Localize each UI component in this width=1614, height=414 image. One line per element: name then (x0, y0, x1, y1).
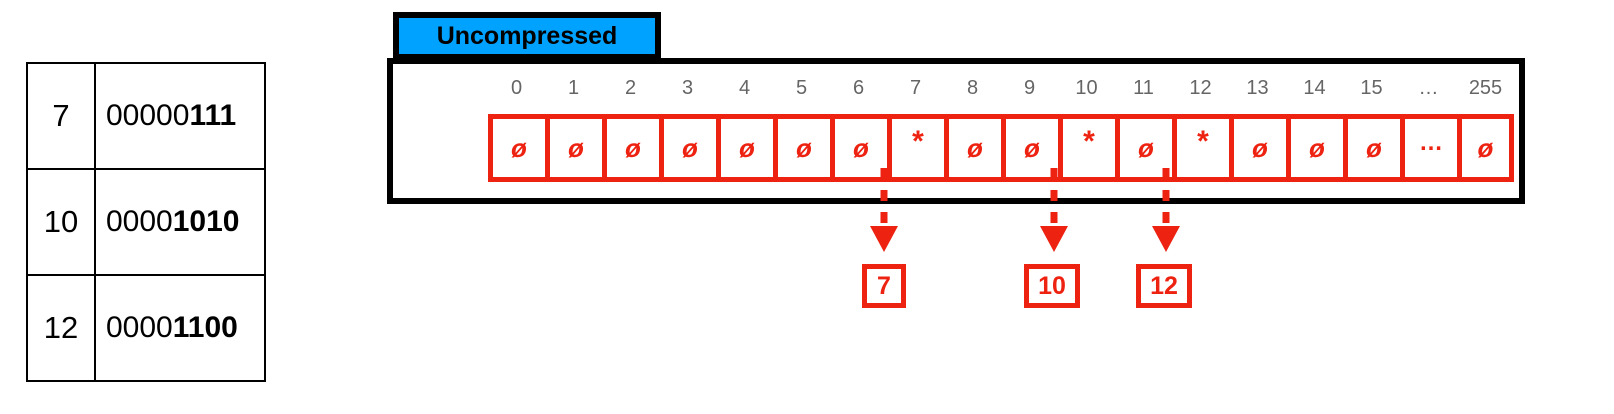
array-index-label: 5 (795, 77, 808, 99)
table-row: 7 00000111 (26, 62, 266, 170)
array-cell[interactable]: ø (944, 114, 1001, 182)
array-index-label: 8 (966, 77, 979, 99)
lookup-table-body: 7 00000111 10 00001010 12 00001100 (26, 62, 266, 382)
array-cell-set[interactable]: * (887, 114, 944, 182)
binary-suffix: 1010 (172, 205, 240, 238)
binary-suffix: 1100 (172, 311, 238, 344)
array-index-label: … (1418, 77, 1439, 99)
binary-lookup-table: 7 00000111 10 00001010 12 00001100 (26, 62, 266, 382)
pointer-value-box[interactable]: 12 (1136, 264, 1192, 308)
array-cell-ellipsis: … (1400, 114, 1457, 182)
array-index-label: 2 (624, 77, 637, 99)
binary-suffix: 111 (189, 99, 237, 132)
array-index-label: 12 (1189, 77, 1212, 99)
array-index-label: 11 (1133, 77, 1154, 99)
array-index-label: 13 (1246, 77, 1269, 99)
binary-prefix: 00000 (106, 99, 190, 132)
uncompressed-badge-label: Uncompressed (436, 21, 618, 50)
table-row: 12 00001100 (26, 274, 266, 382)
array-index-label: 7 (909, 77, 922, 99)
pointer-value-box[interactable]: 10 (1024, 264, 1080, 308)
array-index-label: 15 (1360, 77, 1383, 99)
array-index-label: 14 (1303, 77, 1326, 99)
array-index-label: 3 (681, 77, 694, 99)
binary-prefix: 0000 (106, 205, 173, 238)
array-cell[interactable]: ø (830, 114, 887, 182)
array-cells: ø ø ø ø ø ø ø * ø ø * ø * ø ø ø … ø (488, 114, 1514, 182)
array-cell[interactable]: ø (1343, 114, 1400, 182)
array-index-labels: 0 1 2 3 4 5 6 7 8 9 10 11 12 13 14 15 … … (488, 76, 1514, 100)
array-index-label: 255 (1468, 77, 1503, 99)
array-cell[interactable]: ø (545, 114, 602, 182)
array-index-label: 6 (852, 77, 865, 99)
array-cell[interactable]: ø (659, 114, 716, 182)
binary-value-cell: 00001010 (94, 168, 266, 276)
array-index-label: 4 (738, 77, 751, 99)
decimal-value-cell: 10 (26, 168, 96, 276)
array-cell[interactable]: ø (773, 114, 830, 182)
pointer-value-box[interactable]: 7 (862, 264, 906, 308)
array-cell-set[interactable]: * (1058, 114, 1115, 182)
pointer-arrow-7 (870, 168, 898, 252)
array-index-label: 0 (510, 77, 523, 99)
array-index-label: 9 (1023, 77, 1036, 99)
decimal-value-cell: 7 (26, 62, 96, 170)
binary-value-cell: 00001100 (94, 274, 266, 382)
array-cell-set[interactable]: * (1172, 114, 1229, 182)
array-cell[interactable]: ø (488, 114, 545, 182)
array-index-label: 1 (567, 77, 580, 99)
binary-value-cell: 00000111 (94, 62, 266, 170)
pointer-arrow-12 (1152, 168, 1180, 252)
array-cell[interactable]: ø (1286, 114, 1343, 182)
pointer-arrow-10 (1040, 168, 1068, 252)
table-row: 10 00001010 (26, 168, 266, 276)
binary-prefix: 0000 (106, 311, 173, 344)
array-cell[interactable]: ø (602, 114, 659, 182)
decimal-value-cell: 12 (26, 274, 96, 382)
array-cell[interactable]: ø (1229, 114, 1286, 182)
array-cell[interactable]: ø (1457, 114, 1514, 182)
array-cell[interactable]: ø (716, 114, 773, 182)
array-index-label: 10 (1075, 77, 1098, 99)
array-cell[interactable]: ø (1001, 114, 1058, 182)
uncompressed-badge: Uncompressed (393, 12, 661, 60)
